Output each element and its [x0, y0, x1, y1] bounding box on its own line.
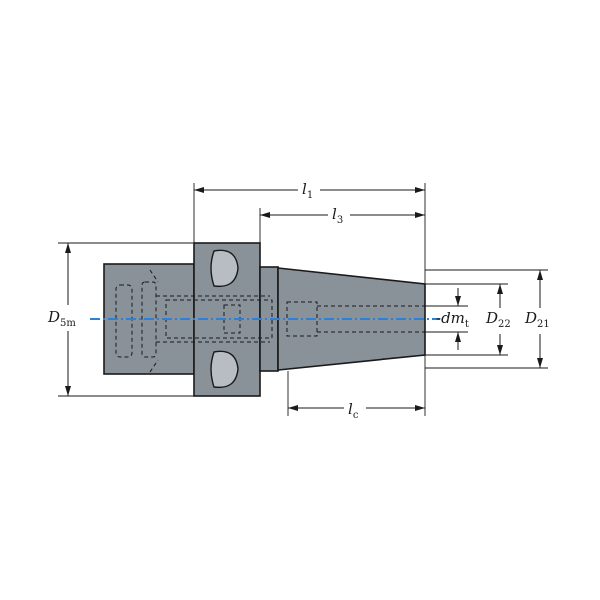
shank-drill-point: [149, 269, 159, 283]
label-lc: lc: [348, 400, 359, 421]
arrow-l3-right: [415, 212, 425, 218]
label-d5m: D5m: [47, 308, 76, 329]
label-bg-l1: [298, 176, 320, 196]
arrow-d21-bottom: [537, 358, 543, 368]
arrow-lc-left: [288, 405, 298, 411]
extension-lines: [58, 183, 548, 416]
label-bg-d21: [523, 308, 557, 334]
arrow-l3-left: [260, 212, 270, 218]
label-bg-l3: [328, 201, 350, 221]
drive-slot-bottom: [210, 350, 239, 389]
label-dmt: -dmt: [436, 309, 469, 330]
label-bg-lc: [344, 396, 366, 418]
arrow-l1-left: [194, 187, 204, 193]
drive-slot-top: [210, 249, 239, 288]
nose-bore: [286, 301, 318, 337]
arrow-d21-top: [537, 270, 543, 280]
arrow-d5m-top: [65, 243, 71, 253]
arrow-d22-bottom: [497, 345, 503, 355]
dimension-labels: l1 l3 lc D5m -dmt D22 D21: [44, 176, 557, 421]
drive-slots: [210, 249, 239, 389]
shank-cavity-inner: [141, 281, 157, 358]
label-d22: D22: [485, 309, 511, 330]
label-bg-d5m: [44, 305, 88, 331]
arrow-d22-top: [497, 284, 503, 294]
label-l1: l1: [302, 180, 313, 201]
label-d21: D21: [524, 309, 550, 330]
arrow-l1-right: [415, 187, 425, 193]
shank-drill-point-2: [149, 359, 159, 373]
arrow-dmt-top: [455, 296, 461, 306]
arrow-lc-right: [415, 405, 425, 411]
arrow-dmt-bottom: [455, 332, 461, 342]
label-bg-d22: [484, 308, 518, 334]
arrow-d5m-bottom: [65, 386, 71, 396]
shank-cavity: [115, 284, 133, 358]
label-l3: l3: [332, 205, 343, 226]
